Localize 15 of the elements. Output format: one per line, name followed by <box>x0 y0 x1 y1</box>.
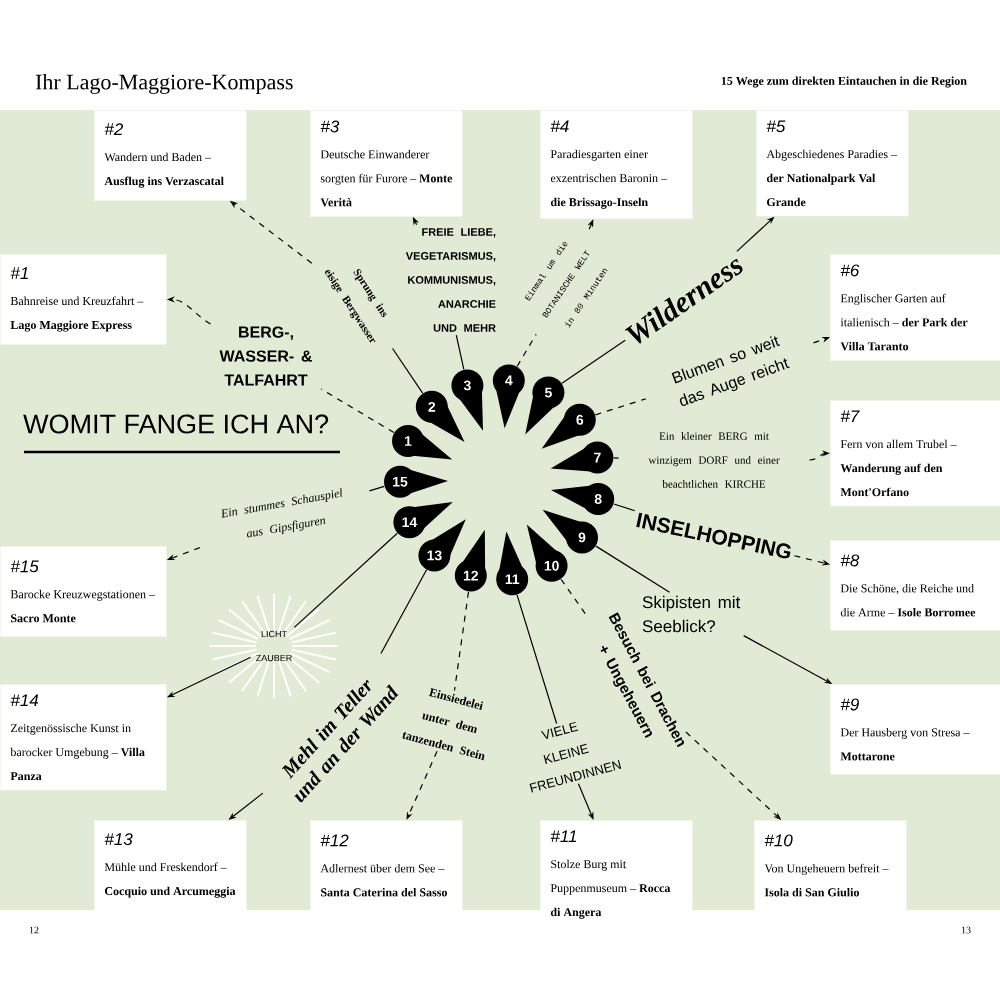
node-label: #3 <box>320 120 340 133</box>
title: Ihr Lago-Maggiore-Kompass <box>35 74 293 94</box>
arrow <box>577 783 594 820</box>
node-label: #12 <box>320 834 349 847</box>
node-label: #13 <box>104 833 133 846</box>
headline: WOMIT FANGE ICH AN? <box>23 414 329 434</box>
phrase-text: Skipisten mit Seeblick? <box>642 595 741 633</box>
node-label: #2 <box>104 123 124 136</box>
phrase-text: Blumen so weit das Auge reicht <box>671 336 790 407</box>
node-label: #10 <box>764 834 793 847</box>
node-label: #5 <box>766 120 786 133</box>
node-label: #4 <box>550 120 569 133</box>
phrase-text: BERG-, WASSER- & TALFAHRT <box>219 326 312 386</box>
arrow <box>406 750 438 820</box>
node-label: #11 <box>550 830 577 843</box>
